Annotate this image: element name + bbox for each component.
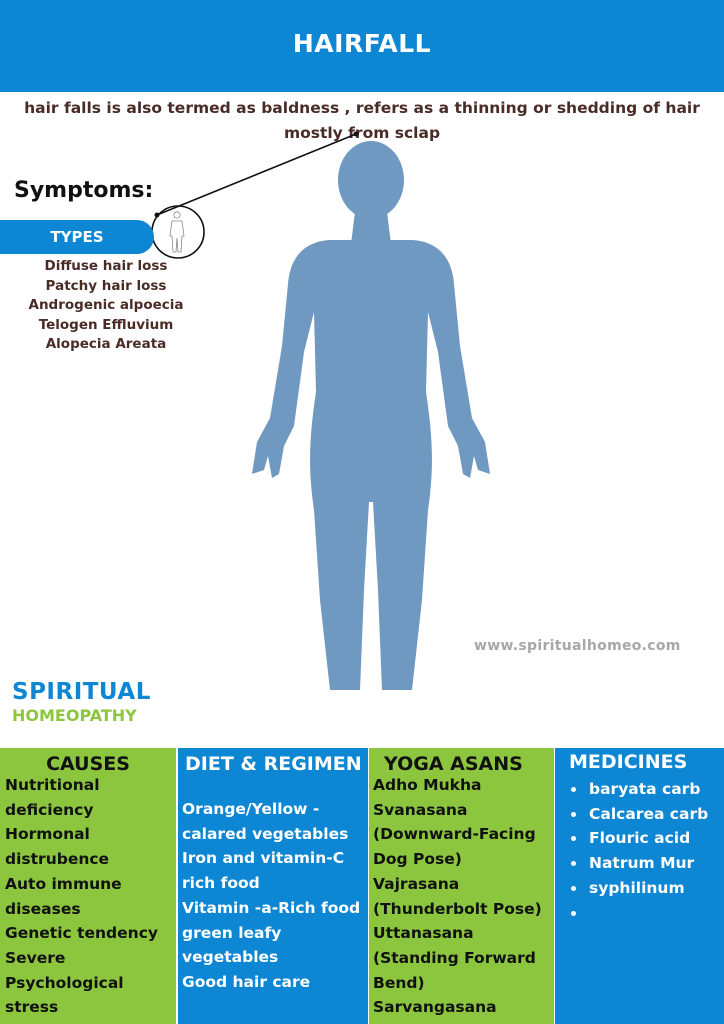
list-item: green leafy xyxy=(182,923,282,942)
medicines-list: baryata carb Calcarea carb Flouric acid … xyxy=(555,777,724,925)
mini-body-icon xyxy=(169,211,185,253)
page-title: HAIRFALL xyxy=(292,28,432,58)
causes-column: CAUSES Nutritional deficiency Hormonal d… xyxy=(0,748,176,1024)
list-item: Svanasana xyxy=(373,800,468,819)
list-item: Vajrasana xyxy=(373,874,460,893)
list-item: stress xyxy=(5,998,59,1017)
header-banner: HAIRFALL xyxy=(0,0,724,92)
list-item: Bend) xyxy=(373,973,425,992)
list-item: baryata carb xyxy=(587,777,724,802)
list-item: Orange/Yellow - xyxy=(182,800,320,818)
list-item: deficiency xyxy=(5,800,94,819)
list-item: Good hair care xyxy=(182,972,311,991)
logo-homeopathy: HOMEOPATHY xyxy=(12,706,137,725)
yoga-list: Adho Mukha Svanasana (Downward-Facing Do… xyxy=(369,773,554,1020)
list-item: (Standing Forward xyxy=(373,948,536,967)
list-item: rich food xyxy=(182,874,260,893)
list-item: diseases xyxy=(5,899,81,918)
list-item: calared vegetables xyxy=(182,824,349,843)
causes-list: Nutritional deficiency Hormonal distrube… xyxy=(0,773,176,1020)
yoga-heading: YOGA ASANS xyxy=(384,753,523,775)
list-item: (Downward-Facing xyxy=(373,825,536,844)
list-item: Flouric acid xyxy=(587,826,724,851)
list-item: Severe xyxy=(5,948,66,967)
human-silhouette xyxy=(252,141,490,690)
diet-list: Orange/Yellow - calared vegetables Iron … xyxy=(178,797,368,995)
list-item: Iron and vitamin-C xyxy=(182,849,345,868)
list-item: Calcarea carb xyxy=(587,802,724,827)
list-item xyxy=(587,901,724,926)
intro-text: hair falls is also termed as baldness , … xyxy=(0,96,724,146)
types-badge: TYPES xyxy=(0,220,154,254)
intro-line-1: hair falls is also termed as baldness , … xyxy=(24,99,700,117)
medicines-heading: MEDICINES xyxy=(569,751,688,773)
list-item: Auto immune xyxy=(5,874,122,893)
zoom-callout xyxy=(151,131,359,259)
diet-column: DIET & REGIMEN Orange/Yellow - calared v… xyxy=(178,748,368,1024)
list-item: Adho Mukha xyxy=(373,776,482,794)
types-item: Diffuse hair loss xyxy=(44,258,168,274)
symptoms-label: Symptoms: xyxy=(14,178,154,203)
diet-heading: DIET & REGIMEN xyxy=(185,753,362,775)
list-item: Dog Pose) xyxy=(373,850,462,869)
list-item: Uttanasana xyxy=(373,924,474,943)
types-item: Patchy hair loss xyxy=(45,277,167,294)
types-item: Alopecia Areata xyxy=(45,336,167,352)
website-url: www.spiritualhomeo.com xyxy=(474,638,681,654)
list-item: Hormonal xyxy=(5,825,90,844)
types-item: Androgenic alpoecia xyxy=(28,297,184,313)
list-item: (Thunderbolt Pose) xyxy=(373,899,542,918)
list-item: syphilinum xyxy=(587,876,724,901)
list-item: Genetic tendency xyxy=(5,924,158,943)
list-item: Natrum Mur xyxy=(587,851,724,876)
list-item: Nutritional xyxy=(5,776,100,794)
list-item: distrubence xyxy=(5,850,110,869)
yoga-column: YOGA ASANS Adho Mukha Svanasana (Downwar… xyxy=(369,748,554,1024)
logo-spiritual: SPIRITUAL xyxy=(12,679,151,705)
list-item: vegetables xyxy=(182,948,279,967)
types-item: Telogen Effluvium xyxy=(38,316,174,333)
causes-heading: CAUSES xyxy=(46,753,130,775)
medicines-column: MEDICINES baryata carb Calcarea carb Flo… xyxy=(555,748,724,1024)
list-item: Psychological xyxy=(5,973,124,992)
list-item: Sarvangasana xyxy=(373,998,497,1017)
list-item: Vitamin -a-Rich food xyxy=(182,898,361,917)
intro-line-2: mostly from sclap xyxy=(283,124,441,142)
types-label: TYPES xyxy=(50,228,104,246)
types-list: Diffuse hair loss Patchy hair loss Andro… xyxy=(0,257,212,355)
